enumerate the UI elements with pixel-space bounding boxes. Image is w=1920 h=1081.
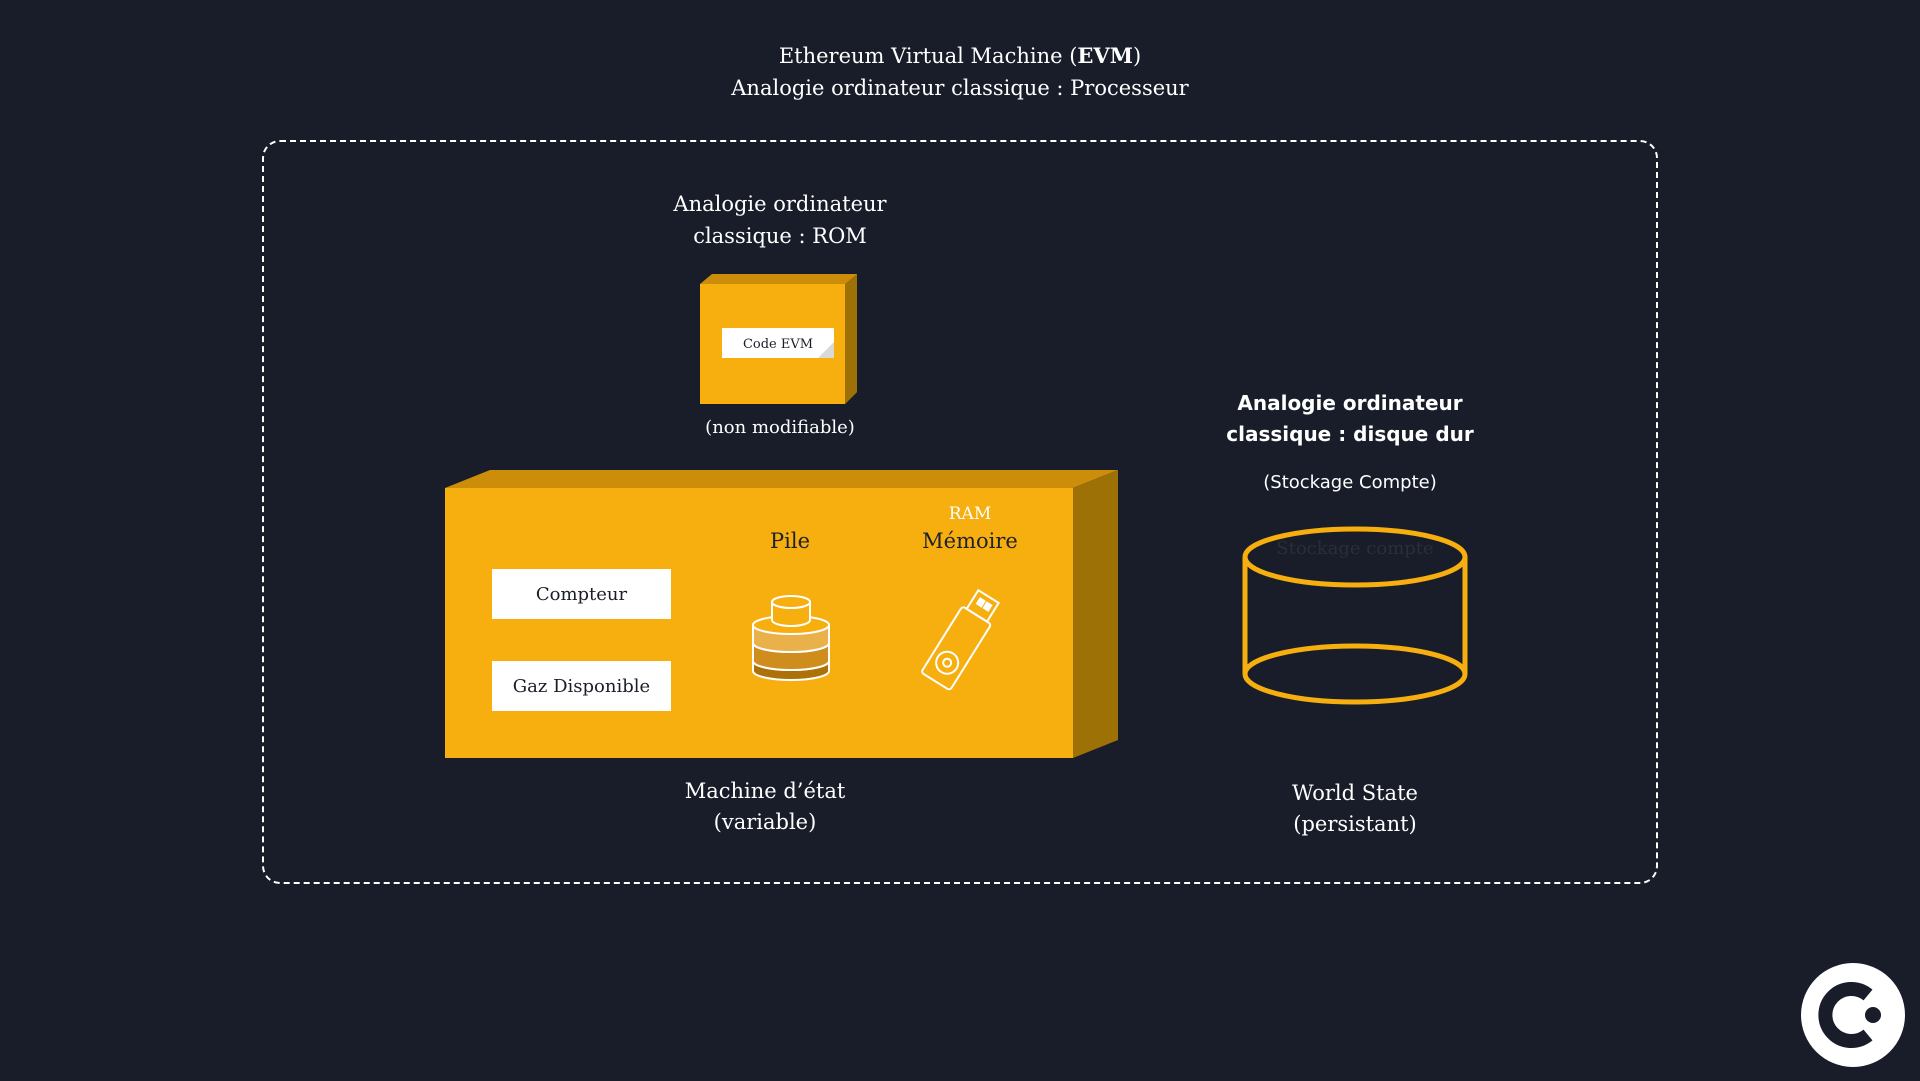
cylinder-storage-text: Stockage compte bbox=[1276, 538, 1434, 559]
gas-available-field: Gaz Disponible bbox=[492, 661, 671, 711]
diagram-subtitle: Analogie ordinateur classique : Processe… bbox=[731, 76, 1189, 100]
world-state-caption: World State (persistant) bbox=[1292, 781, 1418, 836]
rom-box: Code EVM bbox=[700, 274, 857, 404]
state-machine-side bbox=[1073, 470, 1118, 758]
account-storage-label: (Stockage Compte) bbox=[1263, 472, 1437, 493]
ram-label: RAM bbox=[948, 504, 992, 524]
code-note: Code EVM bbox=[722, 328, 834, 358]
stack-title: Pile bbox=[770, 529, 810, 553]
disk-analogy-label: Analogie ordinateur classique : disque d… bbox=[1226, 391, 1474, 446]
rom-analogy-label: Analogie ordinateur classique : ROM bbox=[673, 192, 887, 248]
rom-note: (non modifiable) bbox=[705, 417, 855, 438]
diagram-header: Ethereum Virtual Machine (EVM) Analogie … bbox=[660, 40, 1260, 104]
database-cylinder-icon bbox=[1242, 526, 1468, 705]
diagram-title-acronym: EVM bbox=[1077, 43, 1133, 68]
state-machine-top bbox=[445, 470, 1118, 488]
rom-box-edge bbox=[845, 274, 857, 404]
counter-field: Compteur bbox=[492, 569, 671, 619]
brand-logo-icon bbox=[1801, 963, 1905, 1067]
stack-icon bbox=[752, 595, 830, 681]
usb-stick-icon bbox=[921, 588, 1001, 691]
diagram-title: Ethereum Virtual Machine (EVM) bbox=[778, 43, 1142, 68]
processor-frame bbox=[262, 140, 1658, 884]
state-machine-caption: Machine d’état (variable) bbox=[684, 779, 846, 834]
memory-title: Mémoire bbox=[922, 529, 1018, 553]
code-evm-label: Code EVM bbox=[743, 337, 813, 352]
